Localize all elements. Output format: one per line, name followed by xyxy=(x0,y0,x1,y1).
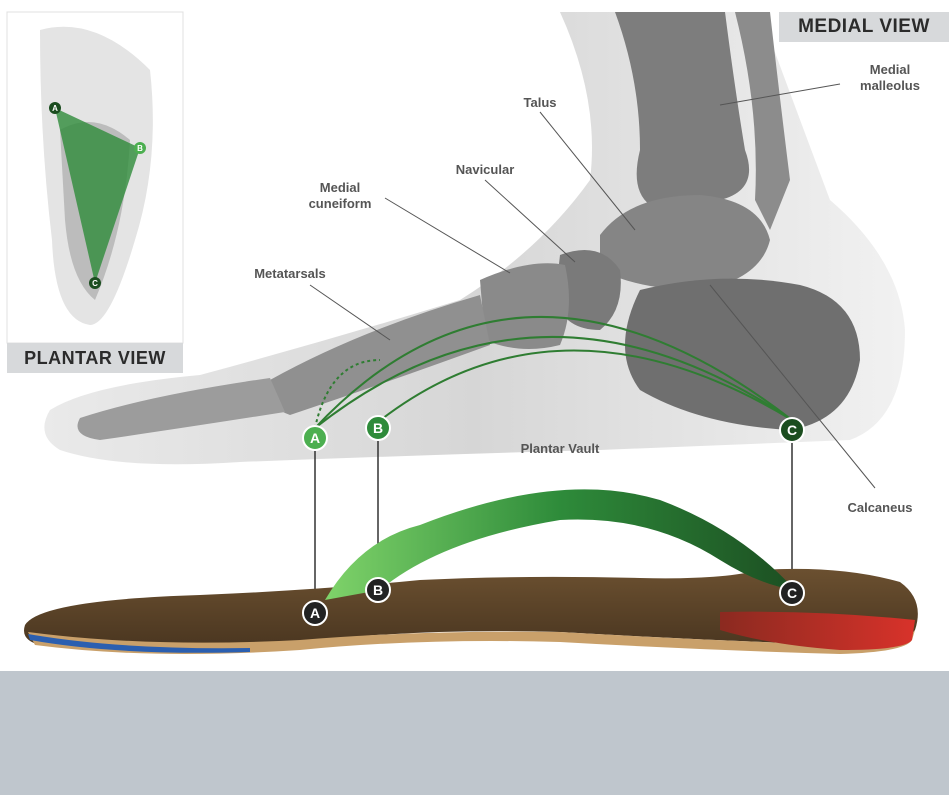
label-calcaneus: Calcaneus xyxy=(830,500,930,516)
svg-text:A: A xyxy=(52,104,58,113)
marker-a-lower: A xyxy=(305,605,325,621)
marker-a-upper: A xyxy=(305,430,325,446)
label-plantar-vault: Plantar Vault xyxy=(500,441,620,457)
svg-text:B: B xyxy=(137,144,143,153)
label-navicular: Navicular xyxy=(440,162,530,178)
footer-band xyxy=(0,671,949,795)
plantar-view-title: PLANTAR VIEW xyxy=(7,343,183,373)
label-talus: Talus xyxy=(510,95,570,111)
marker-c-lower: C xyxy=(782,585,802,601)
marker-c-upper: C xyxy=(782,422,802,438)
label-medial-cuneiform-line2: cuneiform xyxy=(295,196,385,212)
medial-view-title: MEDIAL VIEW xyxy=(779,12,949,42)
svg-text:C: C xyxy=(92,279,98,288)
label-metatarsals: Metatarsals xyxy=(240,266,340,282)
plantar-inset-illustration: A B C xyxy=(7,12,183,343)
marker-b-upper: B xyxy=(368,420,388,436)
label-medial-cuneiform: Medial cuneiform xyxy=(295,180,385,212)
marker-b-lower: B xyxy=(368,582,388,598)
label-medial-malleolus-line1: Medial xyxy=(840,62,940,78)
label-medial-malleolus-line2: malleolus xyxy=(840,78,940,94)
label-medial-malleolus: Medial malleolus xyxy=(840,62,940,94)
label-medial-cuneiform-line1: Medial xyxy=(295,180,385,196)
